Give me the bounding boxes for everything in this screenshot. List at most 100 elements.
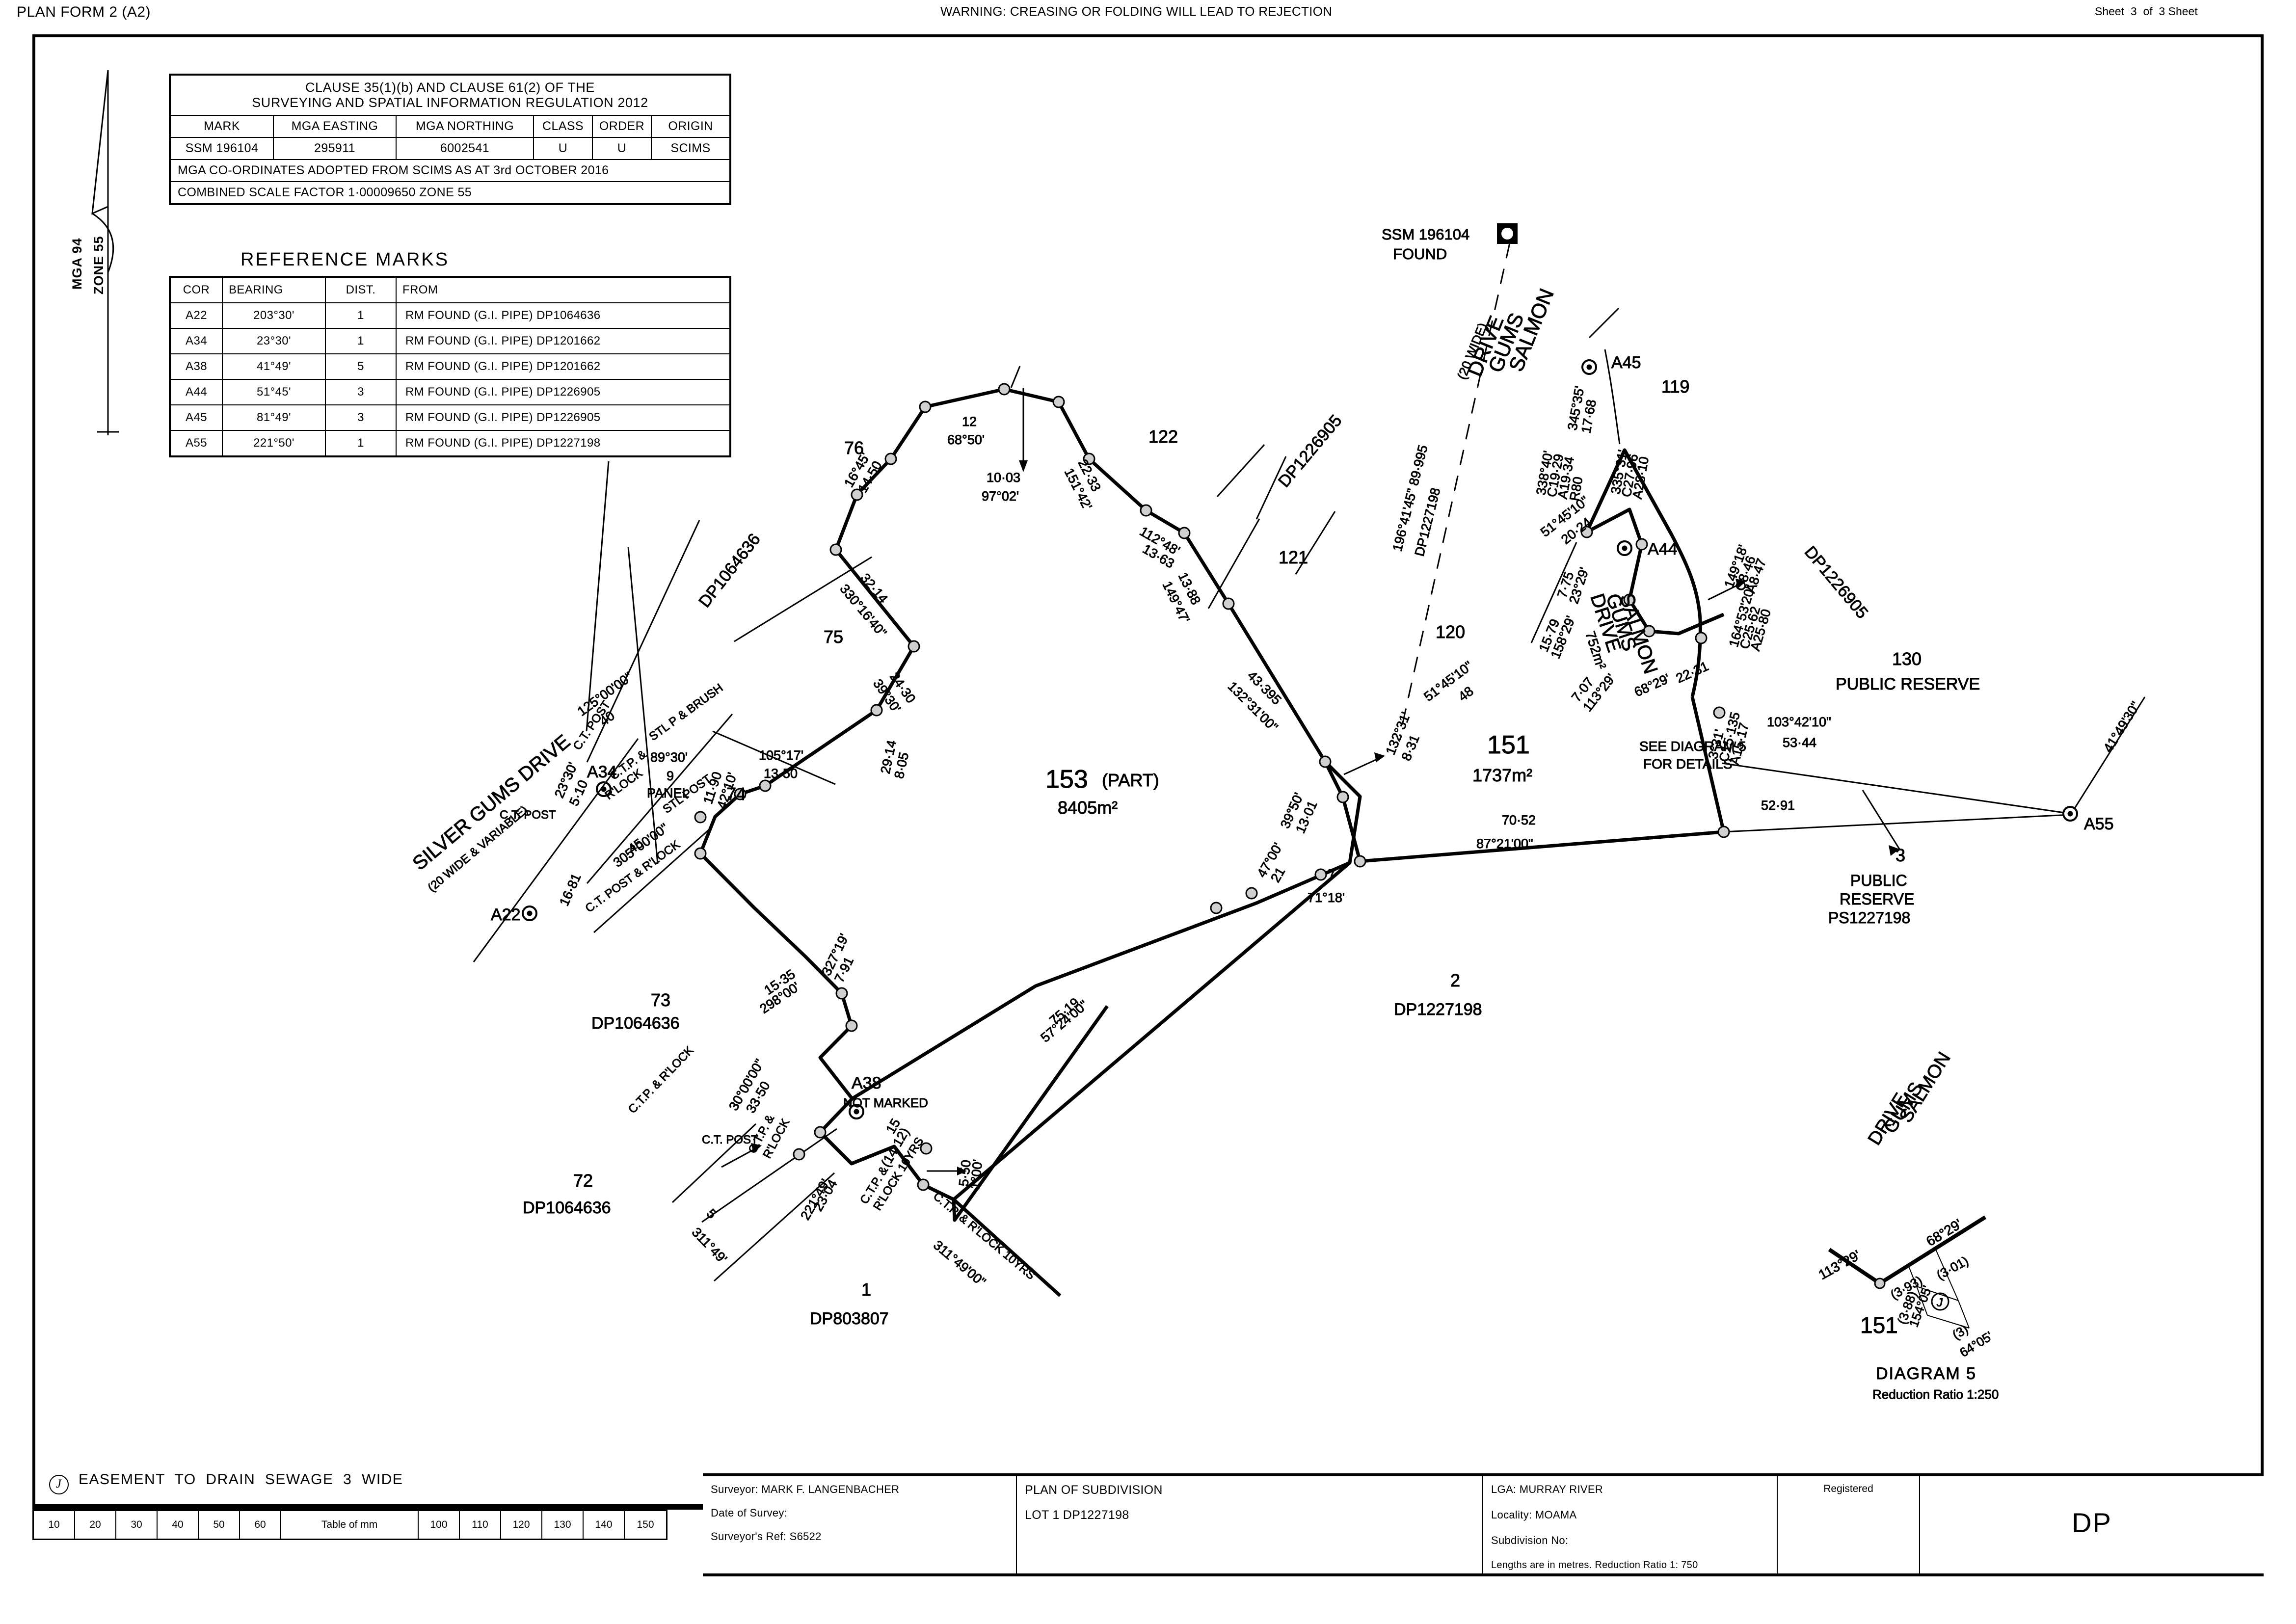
dim-48: 48: [1456, 684, 1476, 704]
sheet-number: Sheet 3 of 3 Sheet: [2095, 5, 2198, 18]
scale-tick: 50: [199, 1511, 240, 1539]
scale-tick: 130: [542, 1511, 584, 1539]
dim-panel: PANEL: [647, 786, 690, 800]
lot-note-3-b: RESERVE: [1840, 890, 1914, 908]
lengths-note: Lengths are in metres. Reduction Ratio 1…: [1491, 1560, 1698, 1571]
rm-bearing: 51°45': [222, 379, 326, 405]
dim-1-00: 1°00': [967, 1159, 985, 1190]
rm-from: RM FOUND (G.I. PIPE) DP1227198: [396, 430, 731, 457]
lot-label-122: 122: [1148, 426, 1178, 447]
title-block-surveyor: Surveyor: MARK F. LANGENBACHER Date of S…: [703, 1476, 1017, 1573]
road-label-salmon-gums-main: SALMON GUMS DRIVE (20 WIDE): [1454, 285, 1558, 382]
ssm-connection-line: [1399, 242, 1511, 737]
rm-bearing: 203°30': [222, 302, 326, 329]
surveyor-ref: Surveyor's Ref: S6522: [711, 1530, 822, 1543]
scims-title-line1: CLAUSE 35(1)(b) AND CLAUSE 61(2) OF THE: [305, 80, 595, 95]
scale-tick: 110: [460, 1511, 501, 1539]
d5-title: DIAGRAM 5: [1876, 1364, 1976, 1383]
dim-41-49-30: 41°49'30": [2101, 699, 2143, 755]
lot-label-2: 2: [1450, 970, 1460, 990]
lot-label-120: 120: [1436, 622, 1465, 642]
rm-from: RM FOUND (G.I. PIPE) DP1226905: [396, 404, 731, 431]
dp-ref-1226905-a: DP1226905: [1275, 411, 1346, 491]
date-of-survey: Date of Survey:: [711, 1507, 788, 1519]
dim-10-03: 10·03: [987, 470, 1020, 485]
corner-mark-a44: A44: [1648, 540, 1678, 559]
dim-105-17: 105°17': [759, 748, 803, 763]
adjoining-lot-lines: [586, 366, 2146, 1282]
rm-dist: 3: [325, 404, 397, 431]
table-row: A34 23°30' 1 RM FOUND (G.I. PIPE) DP1201…: [169, 328, 731, 354]
scims-note-coordinates: MGA CO-ORDINATES ADOPTED FROM SCIMS AS A…: [169, 159, 731, 182]
dim-7: 7: [1328, 867, 1335, 881]
lot-label-119: 119: [1661, 376, 1689, 397]
rm-cor: A34: [169, 328, 223, 354]
rm-dist: 3: [325, 379, 397, 405]
silver-gums-drive-road: [473, 520, 700, 962]
lot-label-76: 76: [844, 438, 864, 458]
scale-tick: 100: [419, 1511, 460, 1539]
table-row: A44 51°45' 3 RM FOUND (G.I. PIPE) DP1226…: [169, 379, 731, 405]
scale-tick: 120: [501, 1511, 542, 1539]
title-block: Surveyor: MARK F. LANGENBACHER Date of S…: [703, 1473, 2264, 1576]
lot-label-3: 3: [1896, 845, 1905, 865]
mark-ctp-rlock-c: C.T.P. & R'LOCK: [626, 1044, 696, 1116]
scims-col-origin: ORIGIN: [651, 115, 731, 138]
dim-53-44: 53·44: [1783, 735, 1816, 750]
rm-from: RM FOUND (G.I. PIPE) DP1064636: [396, 302, 731, 329]
lot-dp-1: DP803807: [810, 1309, 889, 1328]
dim-9: 9: [667, 769, 674, 783]
scims-header-row: MARK MGA EASTING MGA NORTHING CLASS ORDE…: [169, 115, 731, 138]
dim-16-81: 16·81: [557, 871, 584, 908]
see-diagram-line2: FOR DETAILS: [1643, 756, 1733, 772]
scims-cell-class: U: [533, 137, 593, 160]
rm-from: RM FOUND (G.I. PIPE) DP1226905: [396, 379, 731, 405]
scims-title-line2: SURVEYING AND SPATIAL INFORMATION REGULA…: [252, 95, 648, 110]
rm-bearing: 41°49': [222, 353, 326, 380]
rm-col-from: FROM: [396, 276, 731, 303]
scale-tick: 140: [584, 1511, 625, 1539]
road-label-salmon-gums-lot: SALMON GUMS DRIVE 752m²: [1582, 591, 1662, 677]
table-row: A55 221°50' 1 RM FOUND (G.I. PIPE) DP122…: [169, 430, 731, 457]
rm-header-row: COR BEARING DIST. FROM: [169, 276, 731, 303]
north-arrow-icon: [91, 70, 119, 435]
scims-cell-origin: SCIMS: [651, 137, 731, 160]
scims-table: CLAUSE 35(1)(b) AND CLAUSE 61(2) OF THE …: [169, 74, 731, 205]
subdivision-no: Subdivision No:: [1491, 1534, 1569, 1546]
lot-label-1: 1: [861, 1279, 871, 1300]
reference-marks-title: REFERENCE MARKS: [240, 249, 450, 270]
dim-311-49-00: 311°49'00": [931, 1238, 988, 1290]
lot-note-3-a: PUBLIC: [1850, 872, 1907, 889]
rm-col-dist: DIST.: [325, 276, 397, 303]
scale-tick: 20: [75, 1511, 116, 1539]
surveyor-name: Surveyor: MARK F. LANGENBACHER: [711, 1483, 900, 1495]
scims-cell-order: U: [592, 137, 652, 160]
rm-bearing: 81°49': [222, 404, 326, 431]
scale-tick: 150: [637, 1519, 654, 1530]
rm-bearing: 23°30': [222, 328, 326, 354]
title-block-lga: LGA: MURRAY RIVER Locality: MOAMA Subdiv…: [1483, 1476, 1778, 1573]
table-row: A38 41°49' 5 RM FOUND (G.I. PIPE) DP1201…: [169, 353, 731, 380]
rm-cor: A45: [169, 404, 223, 431]
rm-dist: 1: [325, 430, 397, 457]
scale-tick: 10: [34, 1511, 75, 1539]
rm-dist: 1: [325, 328, 397, 354]
scims-col-northing: MGA NORTHING: [396, 115, 534, 138]
lot-dp-3: PS1227198: [1828, 909, 1910, 927]
plan-form-label: PLAN FORM 2 (A2): [17, 4, 151, 20]
title-block-dp: DP: [1920, 1476, 2264, 1573]
scims-cell-easting: 295911: [273, 137, 397, 160]
mark-ct-post-c: C.T. POST: [702, 1133, 758, 1146]
table-row: A45 81°49' 3 RM FOUND (G.I. PIPE) DP1226…: [169, 404, 731, 431]
scims-cell-northing: 6002541: [396, 137, 534, 160]
corner-mark-a38-note: NOT MARKED: [843, 1095, 928, 1110]
ssm-label-line2: FOUND: [1393, 245, 1447, 263]
dim-8-05: 8·05: [892, 751, 912, 780]
salmon-gums-drive-road: [1588, 307, 1621, 445]
rm-cor: A22: [169, 302, 223, 329]
lga-value: LGA: MURRAY RIVER: [1491, 1483, 1603, 1495]
lot-label-130: 130: [1892, 649, 1922, 669]
rm-col-bearing: BEARING: [222, 276, 326, 303]
lot-dp-73: DP1064636: [591, 1014, 680, 1033]
